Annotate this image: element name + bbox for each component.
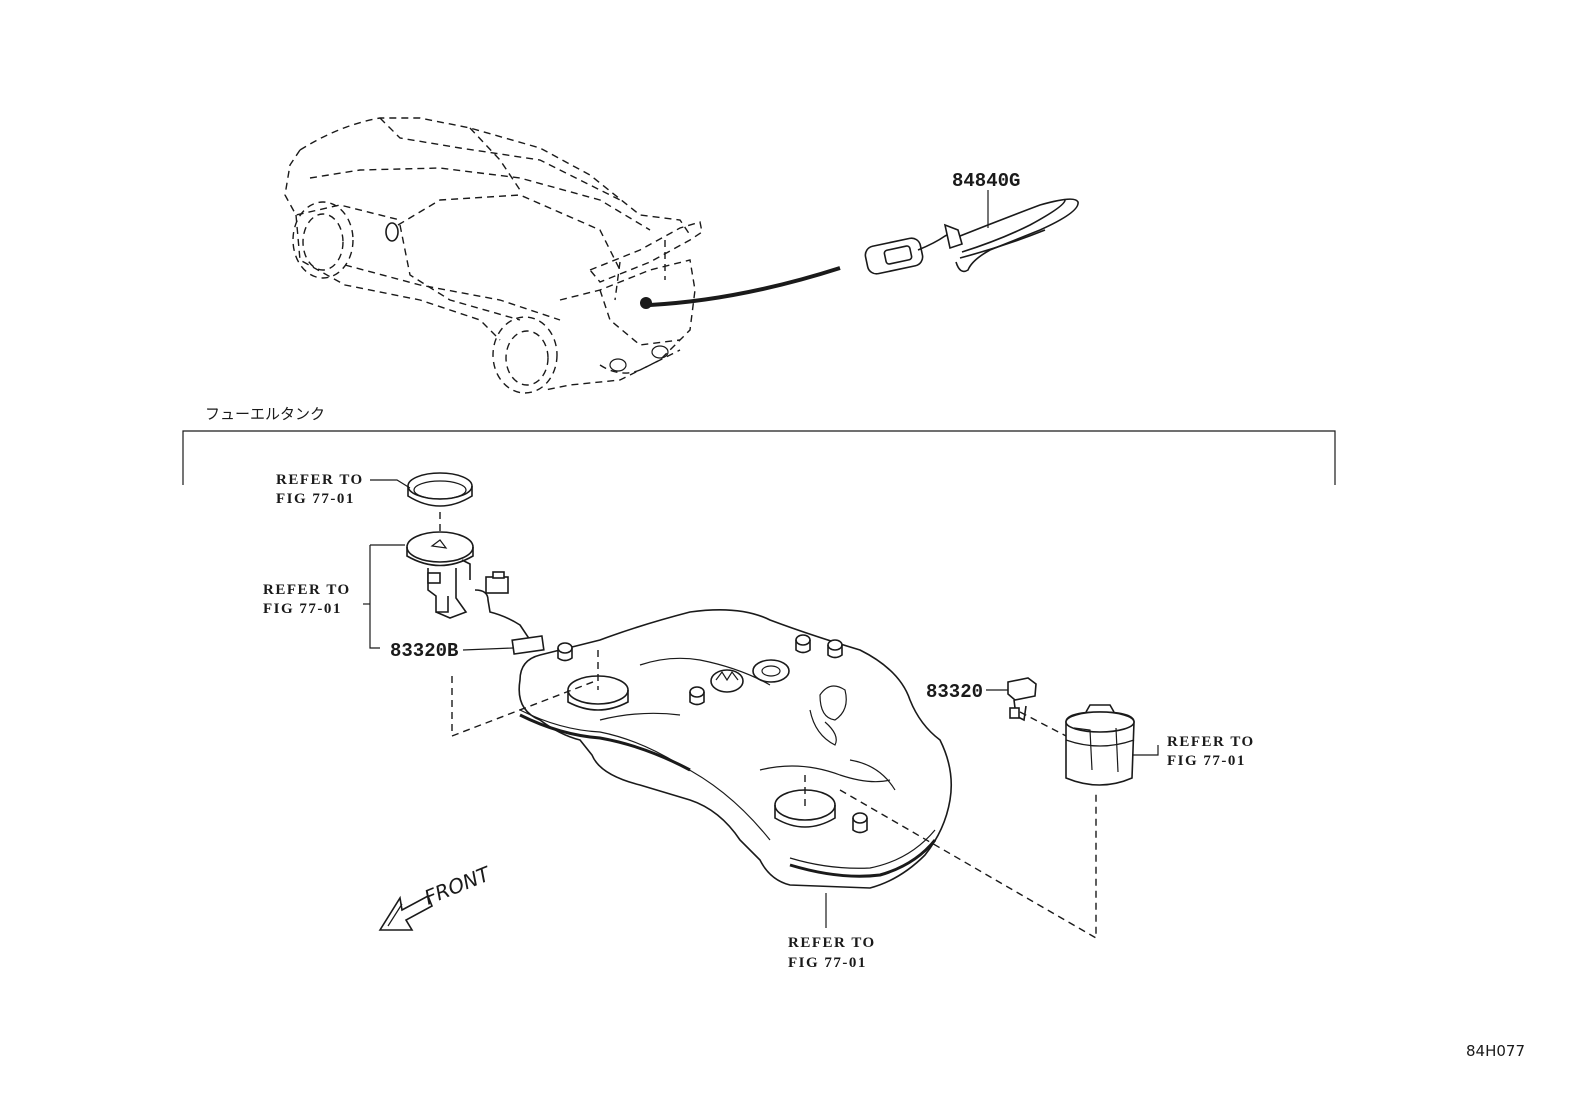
pump-bracket	[369, 545, 380, 649]
refer-pump-line1: REFER TO	[263, 582, 351, 598]
pump-axis-guide	[451, 676, 599, 738]
part-number-84840g: 84840G	[952, 170, 1020, 192]
refer-filter-line1: REFER TO	[1167, 734, 1255, 750]
refer-filter-line2: FIG 77-01	[1167, 753, 1246, 769]
filter-guide	[839, 789, 1097, 940]
wire-harness-84840g	[864, 198, 1079, 275]
part-number-83320: 83320	[926, 681, 983, 703]
harness-pointer	[649, 266, 841, 307]
car-outline	[284, 117, 703, 394]
fuel-pump-assembly	[406, 531, 531, 641]
sensor-83320	[1007, 677, 1037, 722]
refer-tank-line2: FIG 77-01	[788, 955, 867, 971]
gasket-ring	[407, 472, 473, 507]
leader-gasket	[370, 479, 411, 489]
gauge-connector	[511, 635, 545, 655]
sensor-guide	[1019, 711, 1069, 738]
front-label: FRONT	[421, 861, 495, 910]
refer-gasket-line2: FIG 77-01	[276, 491, 355, 507]
section-bracket	[182, 430, 1336, 485]
section-title: フューエルタンク	[205, 405, 325, 423]
figure-code: 84H077	[1466, 1042, 1525, 1060]
fuel-tank	[518, 608, 953, 889]
leader-filter	[1132, 745, 1159, 756]
leader-83320b	[462, 647, 514, 651]
refer-tank-line1: REFER TO	[788, 935, 876, 951]
part-number-83320b: 83320B	[390, 640, 458, 662]
front-arrow-icon	[378, 894, 434, 931]
fuel-filter	[1065, 704, 1135, 786]
refer-pump-line2: FIG 77-01	[263, 601, 342, 617]
refer-gasket-line1: REFER TO	[276, 472, 364, 488]
